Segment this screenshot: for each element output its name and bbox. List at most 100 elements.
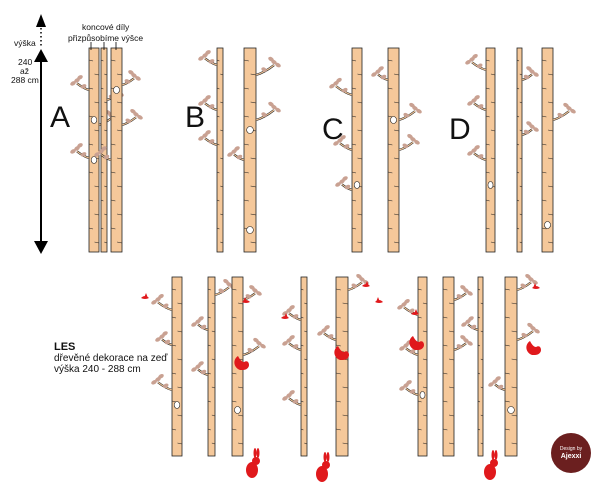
- bark-mark: [519, 129, 523, 132]
- leaf: [570, 108, 576, 114]
- rabbit-ear: [323, 452, 327, 462]
- leaf: [474, 145, 480, 150]
- bark-mark: [417, 400, 422, 403]
- bark-mark: [448, 302, 455, 305]
- leaf: [409, 349, 416, 354]
- bark-mark: [104, 129, 108, 132]
- leaf: [198, 316, 204, 321]
- leaf: [465, 60, 471, 65]
- variant-label-d: D: [449, 113, 471, 146]
- bark-mark: [88, 227, 94, 230]
- bark-mark: [485, 143, 490, 146]
- bark-mark: [511, 386, 518, 389]
- tree-trunk: [243, 47, 257, 253]
- leaf: [402, 143, 409, 149]
- leaf: [198, 101, 204, 106]
- bark-mark: [442, 316, 448, 319]
- bark-mark: [351, 199, 357, 202]
- bark-mark: [220, 157, 224, 160]
- bark-mark: [243, 143, 249, 146]
- bark-mark: [490, 157, 496, 160]
- leaf: [289, 305, 295, 310]
- squirrel-icon: [526, 341, 541, 355]
- leaf: [461, 322, 467, 327]
- leaf: [162, 331, 168, 336]
- bark-mark: [504, 316, 510, 319]
- leaf: [200, 324, 207, 330]
- bark-mark: [442, 400, 448, 403]
- bark-mark: [516, 227, 520, 230]
- dimension-label: výška: [14, 38, 36, 48]
- leaf: [477, 154, 484, 159]
- knot: [419, 391, 426, 399]
- tree: [198, 47, 224, 253]
- bark-mark: [231, 344, 237, 347]
- leaf: [198, 56, 204, 61]
- leaf: [532, 280, 538, 285]
- leaf: [200, 369, 207, 375]
- bark-mark: [300, 288, 304, 291]
- bark-mark: [547, 213, 554, 216]
- leaf: [406, 380, 412, 385]
- bark-mark: [351, 115, 357, 118]
- leaf: [324, 325, 330, 330]
- bark-mark: [342, 302, 349, 305]
- endpieces-note-line2: přizpůsobíme výšce: [68, 33, 144, 43]
- leaf: [404, 299, 410, 304]
- leaf: [456, 294, 463, 299]
- bark-mark: [207, 428, 211, 431]
- leaf: [80, 84, 87, 89]
- bark-mark: [448, 358, 455, 361]
- tree-trunk: [477, 276, 484, 457]
- bark-mark: [237, 386, 244, 389]
- bark-mark: [422, 302, 428, 305]
- tree-trunk: [541, 47, 554, 253]
- bark-mark: [422, 358, 428, 361]
- leaf: [476, 63, 483, 69]
- bark-mark: [335, 428, 341, 431]
- bark-mark: [504, 428, 510, 431]
- leaf: [162, 383, 169, 389]
- tree: [516, 47, 539, 253]
- rabbit-ear: [253, 448, 257, 458]
- bark-mark: [216, 171, 220, 174]
- bark-mark: [304, 442, 308, 445]
- bird-icon: [141, 293, 149, 299]
- leaf: [151, 300, 157, 305]
- leaf: [208, 139, 215, 144]
- bark-mark: [477, 372, 481, 375]
- leaf: [340, 135, 346, 140]
- leaf: [378, 66, 384, 71]
- bark-mark: [171, 316, 177, 319]
- bark-mark: [335, 372, 341, 375]
- leaf: [245, 294, 252, 299]
- bark-mark: [516, 59, 520, 62]
- bark-mark: [357, 241, 363, 244]
- bark-mark: [541, 143, 547, 146]
- bark-mark: [490, 101, 496, 104]
- leaf: [416, 108, 422, 114]
- bark-mark: [211, 358, 216, 361]
- leaf: [234, 146, 240, 151]
- leaf: [268, 101, 274, 107]
- bark-mark: [94, 129, 100, 132]
- bark-mark: [519, 241, 523, 244]
- bark-mark: [511, 442, 518, 445]
- tree: [70, 47, 118, 253]
- bark-mark: [442, 428, 448, 431]
- bark-mark: [417, 428, 422, 431]
- bark-mark: [250, 213, 257, 216]
- knot: [173, 401, 181, 409]
- bark-mark: [304, 386, 308, 389]
- leaf: [198, 361, 204, 366]
- bark-mark: [94, 241, 100, 244]
- bark-mark: [110, 143, 116, 146]
- tree: [282, 276, 308, 457]
- bark-mark: [422, 330, 428, 333]
- bark-mark: [335, 316, 341, 319]
- leaf: [523, 129, 530, 135]
- bark-mark: [422, 442, 428, 445]
- leaf: [292, 314, 299, 319]
- bark-mark: [547, 185, 554, 188]
